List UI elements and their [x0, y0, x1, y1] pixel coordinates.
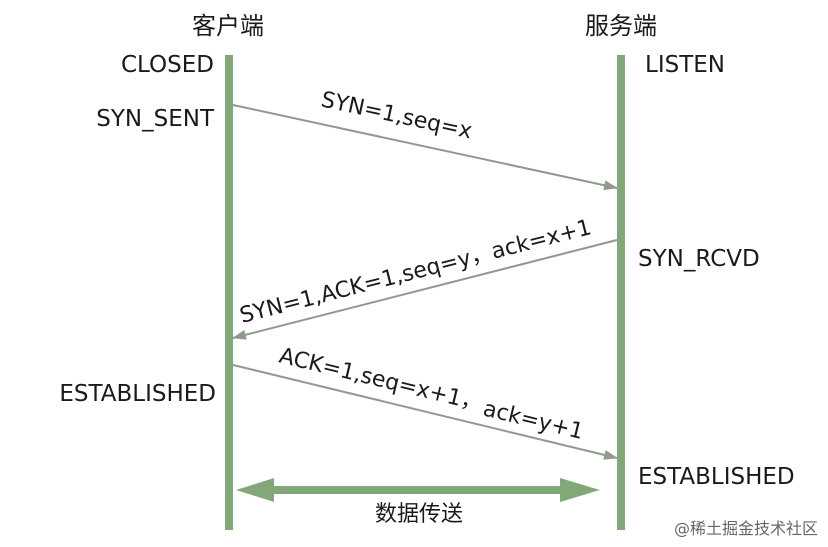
- client-lane-title: 客户端: [192, 12, 264, 40]
- server-state-established: ESTABLISHED: [638, 464, 795, 490]
- data-transfer-arrow: [236, 478, 600, 502]
- client-state-established: ESTABLISHED: [59, 381, 216, 407]
- ack-arrow: [232, 364, 618, 460]
- server-state-listen: LISTEN: [645, 52, 725, 78]
- syn-arrow: [232, 104, 618, 191]
- ack-message-label-part1: ACK=1,seq=x+1，: [277, 344, 486, 417]
- data-transfer-label: 数据传送: [375, 502, 463, 527]
- server-state-syn-rcvd: SYN_RCVD: [638, 246, 760, 272]
- client-state-syn-sent: SYN_SENT: [96, 106, 215, 132]
- syn-ack-message-label: SYN=1,ACK=1,seq=y，ack=x+1: [237, 215, 594, 329]
- syn-ack-arrow: [232, 239, 618, 340]
- watermark: @稀土掘金技术社区: [674, 519, 818, 538]
- syn-message-label: SYN=1,seq=x: [319, 87, 475, 144]
- client-state-closed: CLOSED: [121, 52, 214, 78]
- server-lane-title: 服务端: [585, 12, 657, 40]
